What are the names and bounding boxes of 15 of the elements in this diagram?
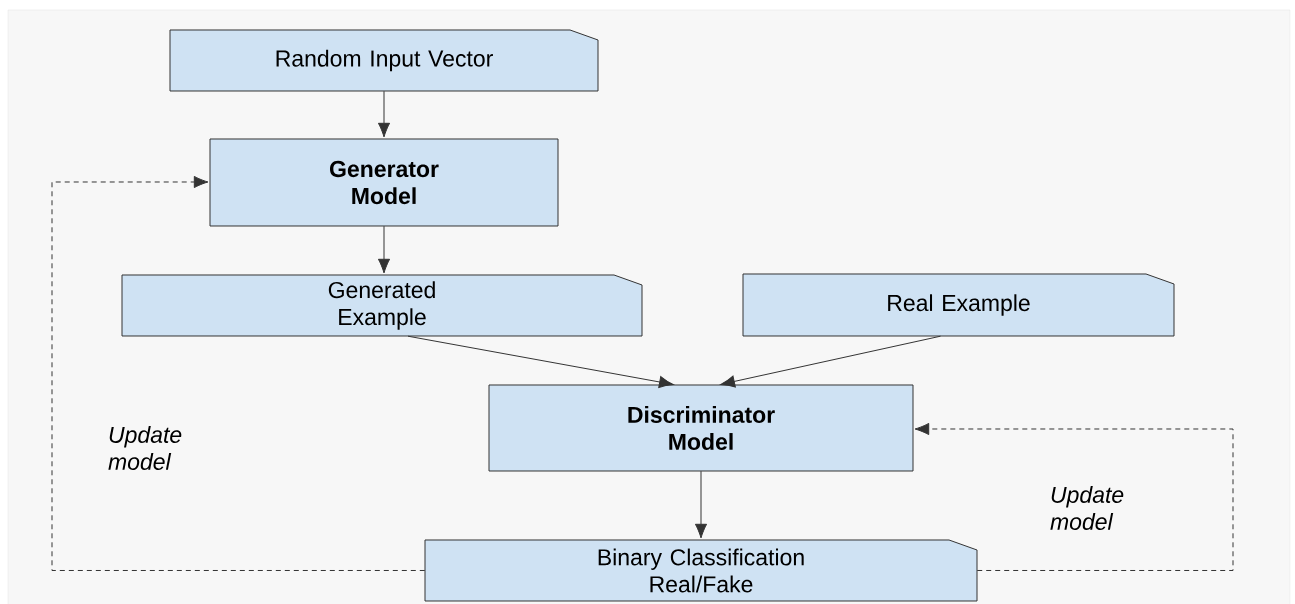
process-box: Discriminator Model bbox=[488, 384, 914, 472]
process-box: Generator Model bbox=[209, 138, 559, 227]
arrow bbox=[720, 335, 941, 388]
annotation-text: Update model bbox=[1050, 486, 1124, 530]
arrow bbox=[694, 470, 708, 539]
arrow bbox=[377, 90, 391, 138]
annotation-text: Update model bbox=[108, 426, 182, 470]
arrow bbox=[914, 422, 1234, 571]
arrow bbox=[377, 225, 391, 274]
arrow bbox=[51, 175, 426, 571]
arrow bbox=[407, 335, 674, 388]
document-box: Binary Classification Real/Fake bbox=[424, 539, 978, 602]
document-box: Generated Example bbox=[121, 274, 643, 337]
document-box: Real Example bbox=[742, 273, 1175, 337]
document-box: Random Input Vector bbox=[169, 29, 599, 92]
